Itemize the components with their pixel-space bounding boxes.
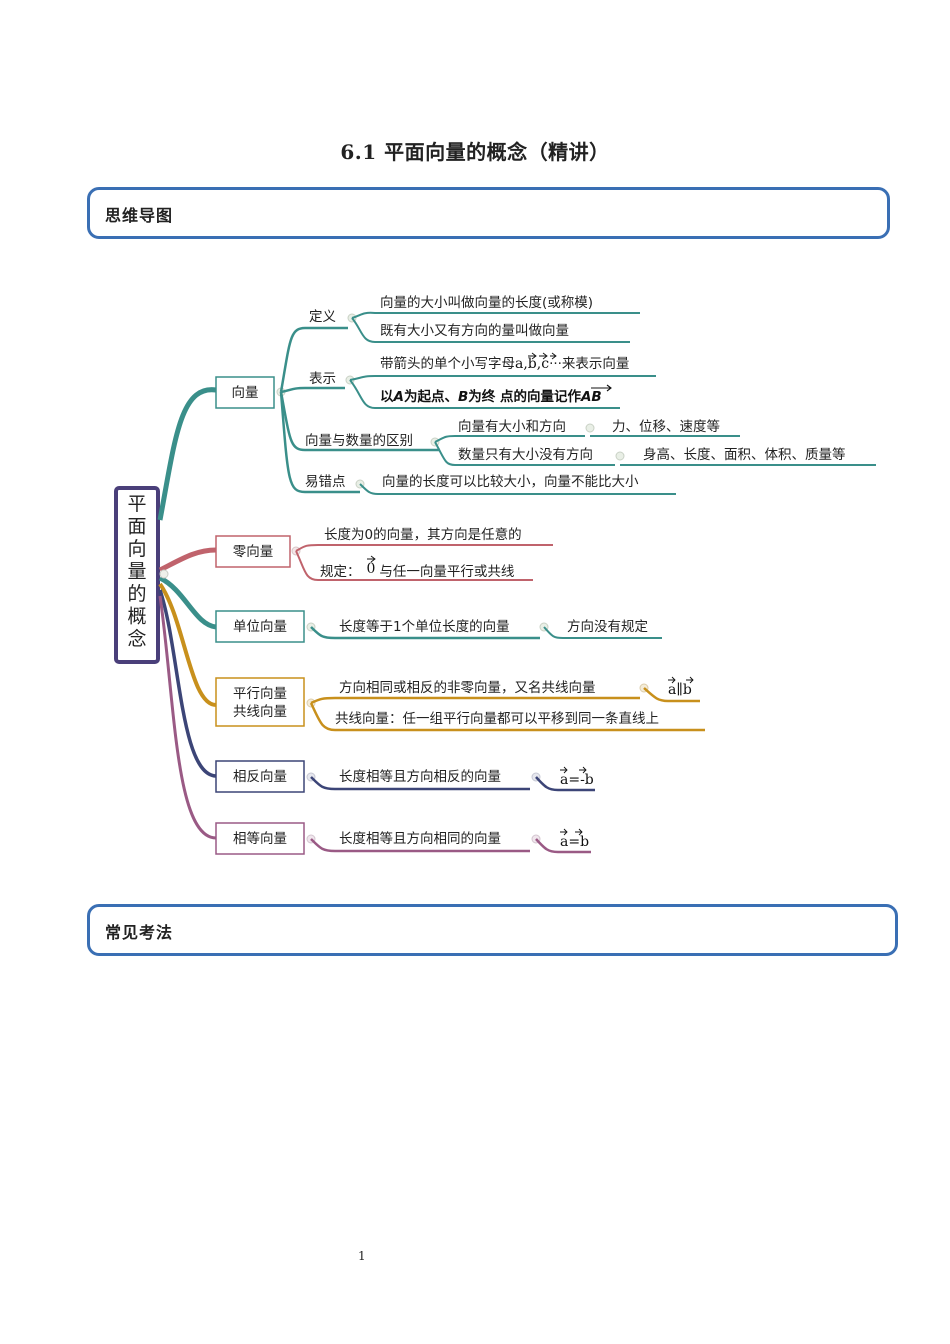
zero-vector-item-1: 长度为0的向量，其方向是任意的 xyxy=(324,526,522,543)
opposite-vector-node xyxy=(215,760,305,793)
root-node xyxy=(114,486,160,664)
root-char: 念 xyxy=(127,627,146,650)
difference-vector-line: 向量有大小和方向 xyxy=(458,419,566,435)
parallel-vector-label-1: 平行向量 xyxy=(233,686,287,702)
notation-label: 表示 xyxy=(309,371,336,387)
methods-section-header: 常见考法 xyxy=(87,904,898,956)
equal-vector-node xyxy=(215,822,305,855)
notation-line-1: 带箭头的单个小写字母a,b,c···来表示向量 xyxy=(380,355,629,372)
definition-label: 定义 xyxy=(309,309,336,325)
difference-scalar-line: 数量只有大小没有方向 xyxy=(458,447,593,463)
pitfall-text: 向量的长度可以比较大小，向量不能比大小 xyxy=(382,474,639,490)
zero-vector-node xyxy=(215,535,291,568)
mindmap-section-header: 思维导图 xyxy=(87,187,890,239)
root-char: 向 xyxy=(127,538,146,560)
pitfall-label: 易错点 xyxy=(305,474,346,490)
root-char: 量 xyxy=(127,561,146,583)
vector-label: 向量 xyxy=(232,385,259,401)
unit-vector-note: 方向没有规定 xyxy=(567,619,648,635)
parallel-vector-node xyxy=(215,677,305,727)
parallel-vector-label-2: 共线向量 xyxy=(233,704,287,720)
mindmap-section-title: 思维导图 xyxy=(105,206,174,225)
opposite-vector-item: 长度相等且方向相反的向量 xyxy=(339,768,501,785)
root-char: 面 xyxy=(127,516,146,538)
root-char: 的 xyxy=(127,583,146,605)
notation-line-2: 以A为起点、B为终 点的向量记作AB xyxy=(380,388,602,405)
parallel-vector-item-2: 共线向量：任一组平行向量都可以平移到同一条直线上 xyxy=(335,710,659,727)
definition-item-2: 既有大小又有方向的量叫做向量 xyxy=(380,323,569,339)
equal-vector-label: 相等向量 xyxy=(233,830,287,847)
page-title: 6.1 平面向量的概念（精讲） xyxy=(340,140,610,164)
equal-vector-formula: a=b xyxy=(560,834,589,850)
unit-vector-label: 单位向量 xyxy=(233,619,287,635)
parallel-vector-item-1: 方向相同或相反的非零向量，又名共线向量 xyxy=(339,680,596,696)
parallel-vector-formula: a∥b xyxy=(668,682,692,698)
page-number: 1 xyxy=(358,1249,366,1263)
difference-vector-examples: 力、位移、速度等 xyxy=(612,418,720,435)
definition-item-1: 向量的大小叫做向量的长度(或称模) xyxy=(380,295,593,311)
mind-map: 平面向量的概念 向量 定义 向量的大小叫做向量的长度(或称模) 既有大小又有方向… xyxy=(114,295,876,855)
equal-vector-item: 长度相等且方向相同的向量 xyxy=(339,830,501,847)
unit-vector-node xyxy=(215,610,305,643)
methods-section-title: 常见考法 xyxy=(105,923,174,942)
difference-scalar-examples: 身高、长度、面积、体积、质量等 xyxy=(643,446,846,463)
unit-vector-item: 长度等于1个单位长度的向量 xyxy=(339,618,510,635)
opposite-vector-label: 相反向量 xyxy=(233,769,287,785)
root-char: 平 xyxy=(127,493,146,515)
difference-label: 向量与数量的区别 xyxy=(305,433,413,449)
zero-vector-label: 零向量 xyxy=(233,544,274,560)
root-char: 概 xyxy=(127,606,146,628)
opposite-vector-formula: a=-b xyxy=(560,772,594,788)
vector-node xyxy=(215,376,275,409)
